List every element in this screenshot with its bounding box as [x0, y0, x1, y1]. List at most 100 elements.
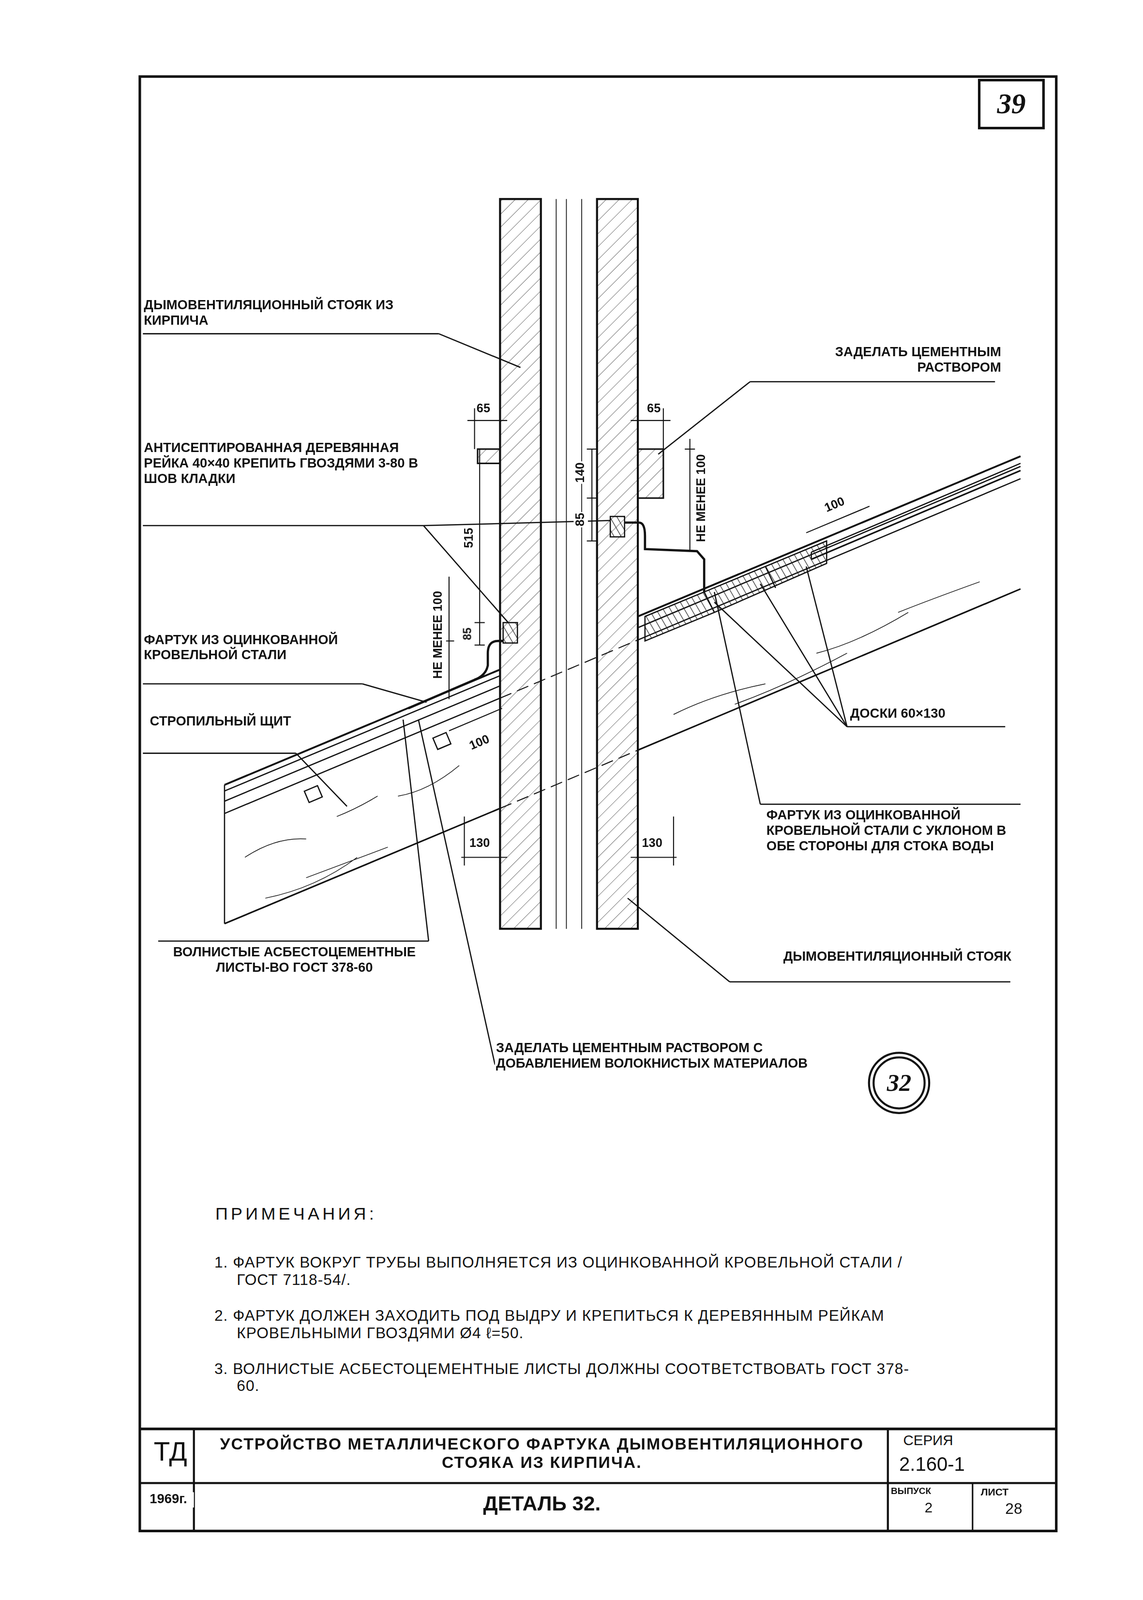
- note-label: ЗАДЕЛАТЬ ЦЕМЕНТНЫМ РАСТВОРОМ С ДОБАВЛЕНИ…: [495, 1040, 824, 1072]
- dimension: НЕ МЕНЕЕ 100: [694, 452, 709, 543]
- part-label: АНТИСЕПТИРОВАННАЯ ДЕРЕВЯННАЯ РЕЙКА 40×40…: [142, 440, 431, 487]
- title-block-cell: ДЕТАЛЬ 32.: [198, 1491, 885, 1516]
- drawing-stroke: [499, 408, 501, 450]
- note-label: ЗАДЕЛАТЬ ЦЕМЕНТНЫМ РАСТВОРОМ: [750, 345, 1003, 376]
- callout-ring: [869, 1052, 930, 1113]
- drawing-stroke: [142, 525, 424, 527]
- drawing-stroke: [684, 550, 695, 552]
- drawing-stroke: [750, 380, 995, 383]
- drawing-stroke: [418, 719, 496, 1065]
- dimension: 100: [466, 732, 493, 754]
- drawing-stroke: [224, 685, 500, 801]
- leader-lines: [142, 333, 1021, 1065]
- drawing-stroke: [624, 522, 705, 592]
- drawing-stroke: [479, 449, 481, 623]
- callout-ring: [873, 1057, 925, 1109]
- drawing-stroke: [244, 765, 460, 899]
- drawing-stroke: [556, 198, 557, 929]
- drawing-stroke: [765, 566, 776, 588]
- drawing-stroke: [438, 333, 521, 368]
- dimension: 130: [640, 836, 663, 851]
- part-label: ФАРТУК ИЗ ОЦИНКОВАННОЙ КРОВЕЛЬНОЙ СТАЛИ: [142, 632, 365, 664]
- drawing-stroke: [684, 448, 695, 450]
- drawing-stroke: [627, 898, 730, 982]
- drawing-stroke: [139, 1481, 1057, 1484]
- dimension: 130: [468, 836, 491, 851]
- drawing-stroke: [142, 752, 296, 754]
- drawing-stroke: [139, 1427, 1057, 1430]
- part-label: СТРОПИЛЬНЫЙ ЩИТ: [142, 714, 299, 730]
- title-block-cell: 2.160-1: [898, 1453, 966, 1476]
- drawing-stroke: [597, 198, 638, 929]
- drawing-stroke: [461, 856, 508, 858]
- title-block-cell: 28: [1004, 1499, 1023, 1517]
- notes-heading: ПРИМЕЧАНИЯ:: [214, 1204, 378, 1225]
- drawing-stroke: [630, 856, 677, 858]
- drawing-stroke: [477, 449, 500, 464]
- dimension-lines: [443, 408, 870, 866]
- note-text: 1. ФАРТУК ВОКРУГ ТРУБЫ ВЫПОЛНЯЕТСЯ ИЗ ОЦ…: [214, 1253, 929, 1289]
- drawing-stroke: [586, 540, 598, 542]
- drawing-stroke: [729, 981, 1011, 983]
- drawing-stroke: [433, 732, 452, 750]
- part-label: ДЫМОВЕНТИЛЯЦИОННЫЙ СТОЯК: [729, 948, 1013, 965]
- roof-left: [224, 669, 500, 924]
- detail-callout: 32: [867, 1051, 932, 1115]
- note-text: 2. ФАРТУК ДОЛЖЕН ЗАХОДИТЬ ПОД ВЫДРУ И КР…: [214, 1306, 929, 1342]
- title-block-cell: ВЫПУСК: [889, 1486, 933, 1497]
- drawing-stroke: [479, 622, 481, 645]
- drawing-stroke: [403, 719, 429, 942]
- box-border: [979, 80, 1044, 129]
- drawing-stroke: [971, 1482, 974, 1531]
- drawing-stroke: [630, 420, 671, 422]
- boards: [645, 541, 827, 642]
- drawing-stroke: [224, 675, 500, 791]
- title-block-cell: 2: [923, 1499, 934, 1516]
- dimension: 100: [821, 494, 848, 516]
- drawing-stroke: [474, 408, 476, 450]
- drawing-stroke: [566, 198, 568, 929]
- part-label: ДЫМОВЕНТИЛЯЦИОННЫЙ СТОЯК ИЗ КИРПИЧА: [142, 298, 441, 329]
- title-block-cell: ТД: [149, 1436, 193, 1468]
- brick-stack: [477, 198, 664, 929]
- drawing-title: УСТРОЙСТВО МЕТАЛЛИЧЕСКОГО ФАРТУКА ДЫМОВЕ…: [204, 1434, 880, 1473]
- drawing-stroke: [474, 644, 485, 646]
- drawing-stroke: [806, 566, 847, 727]
- title-block-cell: 1969г.: [142, 1491, 194, 1508]
- drawing-stroke: [503, 622, 518, 643]
- drawing-stroke: [193, 1428, 196, 1532]
- drawing-stroke: [304, 785, 323, 803]
- drawing-stroke: [811, 470, 1021, 559]
- drawing-stroke: [224, 808, 500, 924]
- drawing-stroke: [689, 438, 691, 552]
- callout-number: 32: [887, 1068, 912, 1097]
- drawing-stroke: [449, 708, 503, 731]
- drawing-stroke: [467, 420, 508, 422]
- note-text: 3. ВОЛНИСТЫЕ АСБЕСТОЦЕМЕНТНЫЕ ЛИСТЫ ДОЛЖ…: [214, 1359, 929, 1395]
- part-label: ФАРТУК ИЗ ОЦИНКОВАННОЙ КРОВЕЛЬНОЙ СТАЛИ …: [765, 808, 1028, 855]
- title-block-cell: СЕРИЯ: [902, 1431, 954, 1449]
- drawing-stroke: [224, 784, 226, 924]
- drawing-stroke: [887, 1428, 889, 1532]
- drawing-stroke: [499, 198, 541, 929]
- drawing-stroke: [464, 816, 466, 866]
- drawing-stroke: [811, 463, 1021, 552]
- sheet-number-box: 39: [977, 78, 1045, 130]
- drawing-stroke: [637, 408, 639, 450]
- flashing: [408, 516, 705, 708]
- drawing-stroke: [142, 332, 439, 335]
- drawing-stroke: [637, 449, 664, 498]
- callout-number: 39: [996, 87, 1026, 121]
- drawing-stroke: [846, 725, 1006, 728]
- drawing-stroke: [662, 408, 664, 450]
- drawing-stroke: [586, 448, 598, 450]
- drawing-stroke: [673, 816, 675, 866]
- part-label: ВОЛНИСТЫЕ АСБЕСТОЦЕМЕНТНЫЕ ЛИСТЫ-ВО ГОСТ…: [158, 945, 431, 976]
- drawing-stroke: [296, 752, 347, 807]
- drawing-stroke: [408, 640, 504, 708]
- drawing-stroke: [645, 541, 827, 642]
- dimension: 65: [646, 402, 662, 417]
- drawing-stroke: [591, 449, 593, 542]
- drawing-stroke: [581, 198, 583, 929]
